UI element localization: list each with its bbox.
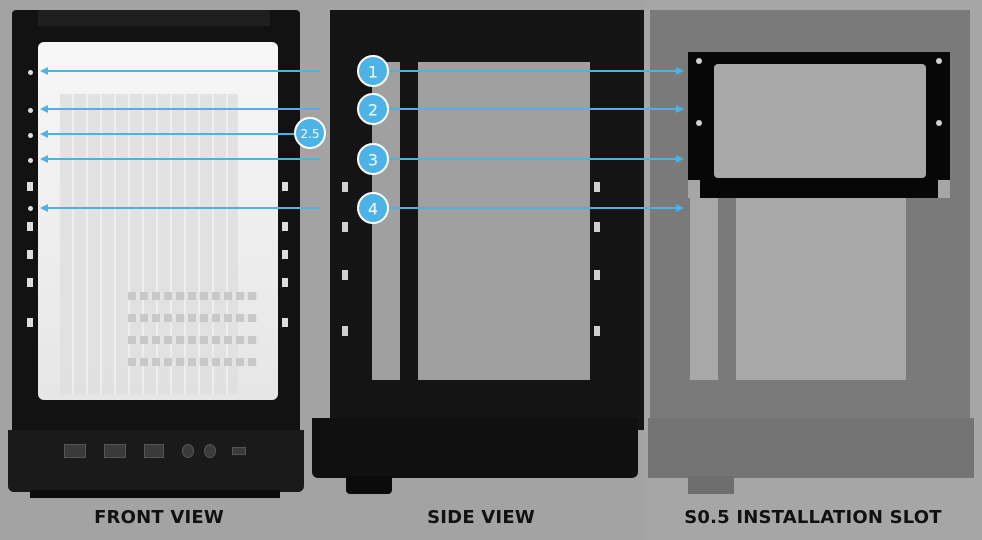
bracket-screw-hole [696,120,702,126]
side-bottom-rail [372,380,618,402]
motherboard-shadow [60,94,238,394]
pcie-slot [128,314,258,322]
bracket-notch [938,180,950,198]
slot-view-panel: S0.5 INSTALLATION SLOT [644,0,982,540]
mount-hole [28,206,33,211]
mount-slot [342,326,348,336]
mount-slot [27,222,33,231]
side-view-panel: SIDE VIEW [312,0,644,540]
front-glass-window [38,42,278,400]
mount-slot [27,182,33,191]
mount-slot [27,250,33,259]
side-view-caption: SIDE VIEW [427,507,535,528]
front-view-caption: FRONT VIEW [94,507,224,528]
front-top-bar [38,10,270,26]
mount-slot [282,222,288,231]
pcie-slot [128,358,258,366]
mount-slot [594,182,600,192]
mount-slot [594,270,600,280]
audio-jack-icon [204,444,216,458]
side-case-foot [346,476,392,494]
pcie-slot [128,336,258,344]
front-io-panel [8,430,304,492]
mount-hole [28,158,33,163]
pcie-slot [128,292,258,300]
usb-port-icon [104,444,126,458]
bracket-screw-hole [936,58,942,64]
side-case-frame [330,10,644,430]
mount-slot [594,326,600,336]
mount-slot [282,250,288,259]
mount-slot [342,182,348,192]
bracket-screw-hole [936,120,942,126]
mount-slot [594,222,600,232]
mount-hole [28,70,33,75]
faded-bottom-rail [690,380,932,402]
power-button-icon [232,447,246,455]
mount-slot [27,278,33,287]
audio-jack-icon [182,444,194,458]
faded-case-base [648,418,974,478]
mount-slot [282,318,288,327]
front-case-foot [30,490,280,498]
mount-hole [28,108,33,113]
usb-port-icon [64,444,86,458]
mount-slot [282,278,288,287]
usb-c-port-icon [144,444,164,458]
s05-mounting-bracket [688,52,950,198]
slot-view-caption: S0.5 INSTALLATION SLOT [684,507,942,528]
side-case-base [312,418,638,478]
mount-slot [27,318,33,327]
side-inner-pillar [590,62,618,402]
bracket-cutout [714,64,926,178]
mount-slot [282,182,288,191]
mount-slot [342,270,348,280]
mount-slot [342,222,348,232]
side-inner-pillar [400,62,418,402]
bracket-screw-hole [696,58,702,64]
bracket-notch [688,180,700,198]
front-view-panel: FRONT VIEW [0,0,318,540]
mount-hole [28,133,33,138]
faded-case-foot [688,476,734,494]
